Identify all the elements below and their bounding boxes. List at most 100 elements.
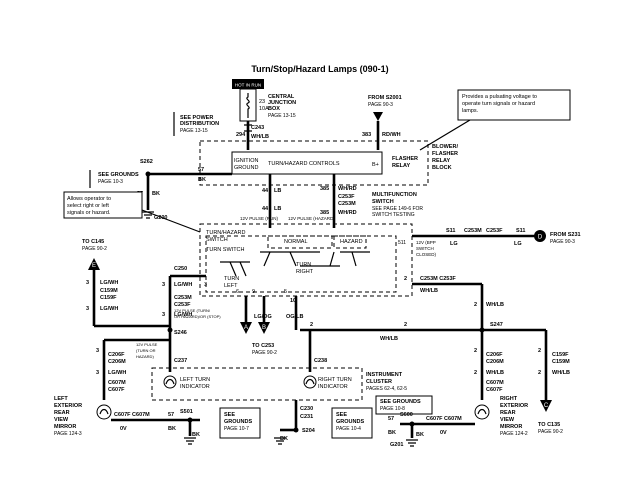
wire-44-top: 44 <box>262 188 269 194</box>
from-s2001-page: PAGE 90-3 <box>368 102 393 108</box>
right-turn-line1: RIGHT TURN <box>318 377 352 383</box>
mfs-line3: SEE PAGE 149-6 FOR <box>372 206 423 212</box>
arrow-c-icon <box>540 400 552 412</box>
lm-3: 3 <box>96 348 99 354</box>
to-c253-page: PAGE 90-2 <box>252 350 277 356</box>
left-mirror-line2: EXTERIOR <box>54 403 82 409</box>
wire-56-2: 2 <box>310 322 313 328</box>
right-mirror-line3: REAR <box>500 410 516 416</box>
lm-gnd-57: 57 <box>168 412 174 418</box>
c135-c159m: C159M <box>552 359 570 365</box>
left-mirror-lamp-icon <box>96 404 112 420</box>
s262-label: S262 <box>140 159 153 165</box>
flasher-controls-box <box>231 151 383 175</box>
c250-c253f: C253F <box>174 302 191 308</box>
s204-bk: BK <box>280 436 288 442</box>
central-junction-line1: CENTRAL <box>268 94 295 100</box>
wire-2-right-vert: 2 <box>474 302 477 308</box>
ths-normal-box <box>267 235 333 249</box>
s600-label: S600 <box>400 412 413 418</box>
wire-whrd-mid: WH/RD <box>338 210 357 216</box>
see-power-page: PAGE 13-15 <box>180 128 208 134</box>
ths-inner-box <box>205 235 397 293</box>
lm-3b: 3 <box>96 370 99 376</box>
rm-2b: 2 <box>474 370 477 376</box>
flasher-pin-383: 383 <box>362 132 371 138</box>
see-grounds-108-box <box>375 395 433 415</box>
s246-pulse-2: OR HAZARD)/OR (STOP) <box>174 314 221 319</box>
see-grounds-left-page: PAGE 10-3 <box>98 179 123 185</box>
left-mirror-filament-icon <box>99 408 109 415</box>
ths-turn-right-1: TURN <box>296 262 311 268</box>
left-mirror-line5: MIRROR <box>54 424 76 430</box>
s246-pulse-1: 12V PULSE (TURN/ <box>174 308 211 313</box>
c231-label: C231 <box>300 414 313 420</box>
from-s2001-arrow-icon <box>373 112 383 121</box>
switch-closed-line2: SWITCH <box>416 246 434 251</box>
lm-c607m: C607M <box>108 380 126 386</box>
flasher-ignition: IGNITION <box>234 158 258 164</box>
to-c145-page: PAGE 90-2 <box>82 246 107 252</box>
see-grounds-104-page: PAGE 10-4 <box>336 426 361 432</box>
pulse-run-label: 12V PULSE (RUN) <box>240 216 279 221</box>
c145-lgwh: LG/WH <box>100 280 118 286</box>
rm-whlb: WH/LB <box>486 370 504 376</box>
c237-label: C237 <box>174 358 187 364</box>
from-s2001-label: FROM S2001 <box>368 95 402 101</box>
flasher-bplus: B+ <box>372 162 379 168</box>
s246-pulse2-3: HAZARD) <box>136 354 154 359</box>
arrow-d-icon <box>534 230 546 242</box>
g201-label: G201 <box>390 442 403 448</box>
ths-pin-9: 9 <box>252 289 255 295</box>
left-turn-filament-icon <box>165 378 175 385</box>
c250-3: 3 <box>162 282 165 288</box>
fuse-rating: 10A <box>259 106 269 112</box>
to-c253-label: TO C253 <box>252 343 274 349</box>
wire-whlb-right-vert: WH/LB <box>486 302 504 308</box>
conn-c253m-right: C253M <box>464 228 482 234</box>
rm-gnd-c607f-c607m: C607F C607M <box>426 416 462 422</box>
conn-c253f-right: C253F <box>486 228 503 234</box>
lm-gnd-0v: 0V <box>120 426 127 432</box>
left-turn-indicator-icon <box>163 375 177 389</box>
ths-hazard: HAZARD <box>340 239 363 245</box>
see-grounds-107-box <box>219 407 261 439</box>
c145-c159f: C159F <box>100 295 117 301</box>
rm-2: 2 <box>474 348 477 354</box>
ths-turn-switch: TURN SWITCH <box>206 247 245 253</box>
turn-hazard-switch-box <box>199 223 413 297</box>
ground-s204-icon <box>274 437 286 445</box>
left-mirror-line4: VIEW <box>54 417 69 423</box>
ths-turn-left-2: LEFT <box>224 283 238 289</box>
wire-lg-left: LG <box>450 241 458 247</box>
flasher-wire-rdwh: RD/WH <box>382 132 401 138</box>
ground-g201-left-icon <box>184 437 196 445</box>
cluster-line1: INSTRUMENT <box>366 372 403 378</box>
flasher-ground: GROUND <box>234 165 258 171</box>
left-turn-line2: INDICATOR <box>180 384 210 390</box>
conn-c253m-c253f-right: C253M C253F <box>420 276 456 282</box>
from-s231-page: PAGE 90-3 <box>550 239 575 245</box>
callout-select-line3: signals or hazard. <box>67 210 111 216</box>
wire-lb-top: LB <box>274 188 281 194</box>
lm-c607f: C607F <box>108 387 125 393</box>
see-grounds-108-page: PAGE 10-8 <box>380 406 405 412</box>
ths-pin-511: 511 <box>398 240 406 246</box>
ground-g201-icon <box>406 439 418 447</box>
blower-block-line4: BLOCK <box>432 165 452 171</box>
c135-whlb: WH/LB <box>552 370 570 376</box>
blower-block-line1: BLOWER/ <box>432 144 458 150</box>
mfs-line1: MULTIFUNCTION <box>372 192 417 198</box>
left-mirror-page: PAGE 124-3 <box>54 431 82 437</box>
callout-select-pointer <box>141 209 201 233</box>
s247-label: S247 <box>490 322 503 328</box>
c135-c159f: C159F <box>552 352 569 358</box>
hot-in-run-label: HOT IN RUN <box>235 83 261 88</box>
left-mirror-line3: REAR <box>54 410 70 416</box>
central-junction-line3: BOX <box>268 106 280 112</box>
ths-line1: TURN/HAZARD <box>206 230 245 236</box>
to-c135-label: TO C135 <box>538 422 560 428</box>
to-c145-label: TO C145 <box>82 239 104 245</box>
see-grounds-104-line2: GROUNDS <box>336 419 364 425</box>
central-junction-line2: JUNCTION <box>268 100 296 106</box>
